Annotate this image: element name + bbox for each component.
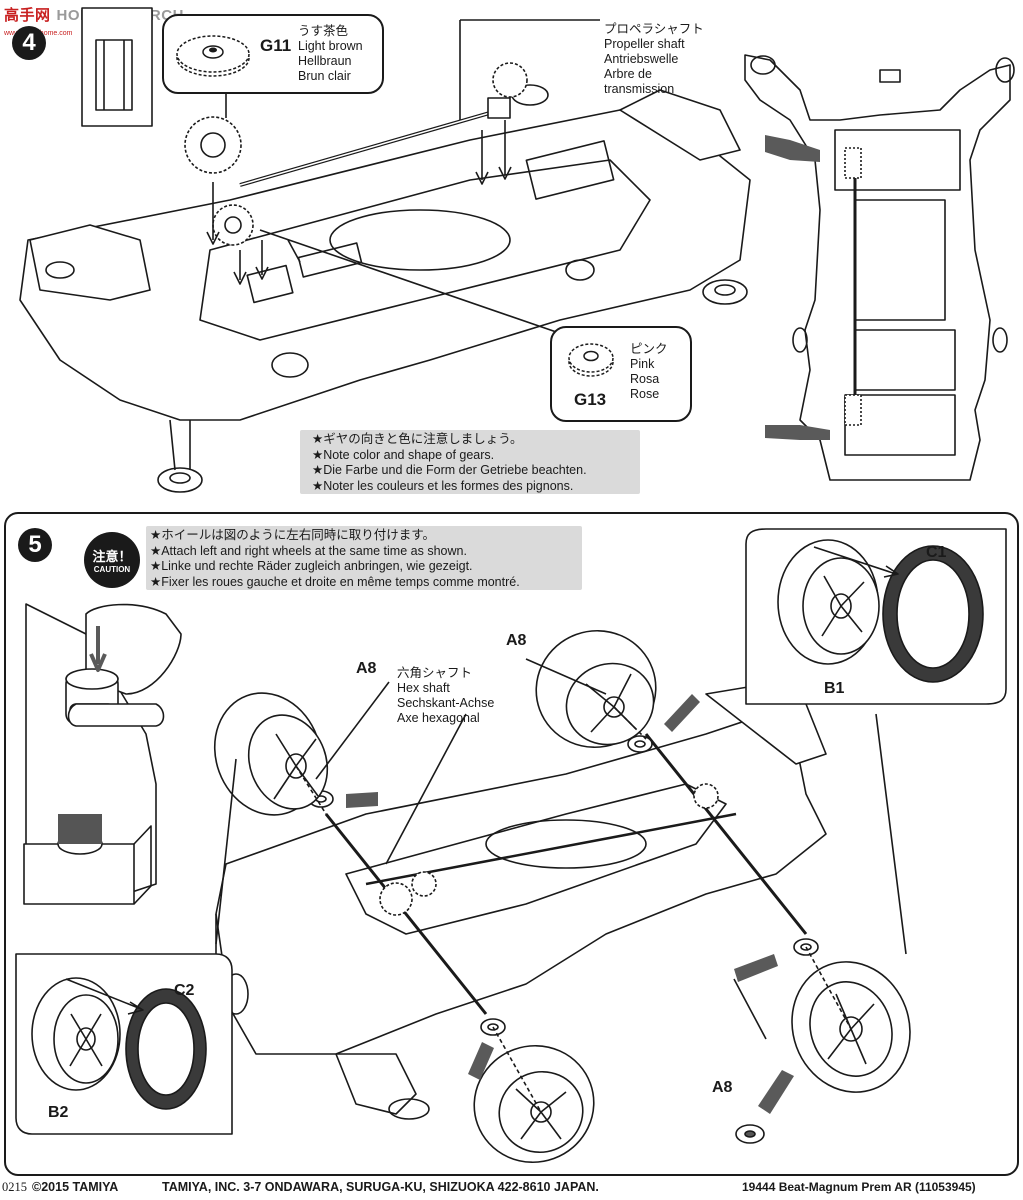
caution-badge: 注意！ CAUTION bbox=[84, 532, 140, 588]
step-5-panel: 5 注意！ CAUTION ★ホイールは図のように左右同時に取り付けます。 ★A… bbox=[4, 512, 1019, 1176]
propeller-shaft-label-en: Propeller shaft bbox=[604, 37, 685, 51]
step-5-notes-box bbox=[146, 526, 582, 590]
caution-label-en: CAUTION bbox=[93, 565, 131, 574]
gear-g13-code: G13 bbox=[574, 390, 607, 409]
caution-label-ja: 注意！ bbox=[92, 549, 132, 564]
part-c1: C1 bbox=[926, 544, 947, 561]
part-a8-bottom: A8 bbox=[712, 1079, 733, 1096]
gear-g11-labels: うす茶色 Light brown Hellbraun Brun clair bbox=[298, 24, 363, 84]
step-5-note-de: ★Linke und rechte Räder zugleich anbring… bbox=[150, 559, 473, 573]
step-4-notes-box bbox=[300, 430, 640, 494]
gear-g11-label-de: Hellbraun bbox=[298, 54, 352, 68]
part-a8-top: A8 bbox=[506, 632, 527, 649]
propeller-shaft-label-fr-2: transmission bbox=[604, 82, 675, 96]
gear-g13-icon bbox=[568, 343, 614, 377]
step-4-note-en: ★Note color and shape of gears. bbox=[312, 447, 495, 462]
propeller-shaft-label-de: Antriebswelle bbox=[604, 52, 679, 66]
step-4-number: 4 bbox=[12, 26, 46, 60]
step-5-note-en: ★Attach left and right wheels at the sam… bbox=[150, 543, 467, 558]
gear-g11-code: G11 bbox=[260, 36, 292, 55]
hex-shaft-label-fr: Axe hexagonal bbox=[397, 711, 480, 725]
hex-shaft-labels: 六角シャフト Hex shaft Sechskant-Achse Axe hex… bbox=[397, 666, 494, 726]
gear-g13-label-fr: Rose bbox=[630, 387, 660, 401]
footer-address: TAMIYA, INC. 3-7 ONDAWARA, SURUGA-KU, SH… bbox=[162, 1180, 599, 1194]
hex-shaft-label-en: Hex shaft bbox=[397, 681, 450, 695]
step-5-illustration bbox=[15, 528, 1007, 1164]
gear-g11-callout: G11 うす茶色 Light brown Hellbraun Brun clai… bbox=[162, 14, 384, 94]
propeller-shaft-label-fr-1: Arbre de bbox=[604, 67, 652, 81]
gear-g13-labels: ピンク Pink Rosa Rose bbox=[630, 342, 668, 402]
step-4-notes: ★ギヤの向きと色に注意しましょう。 ★Note color and shape … bbox=[312, 432, 587, 494]
step-4-note-ja: ★ギヤの向きと色に注意しましょう。 bbox=[312, 432, 523, 446]
part-b1: B1 bbox=[824, 680, 845, 697]
footer-code: 0215 bbox=[2, 1180, 27, 1194]
part-a8-left: A8 bbox=[356, 660, 377, 677]
step-5-notes: ★ホイールは図のように左右同時に取り付けます。 ★Attach left and… bbox=[150, 528, 520, 590]
hex-shaft-label-ja: 六角シャフト bbox=[397, 666, 473, 680]
step-5-note-ja: ★ホイールは図のように左右同時に取り付けます。 bbox=[150, 528, 435, 542]
gear-g13-label-en: Pink bbox=[630, 357, 655, 371]
gear-g13-callout: G13 ピンク Pink Rosa Rose bbox=[550, 326, 692, 422]
part-c2: C2 bbox=[174, 982, 195, 999]
part-b2: B2 bbox=[48, 1104, 69, 1121]
step-5-number: 5 bbox=[18, 528, 52, 562]
footer-copyright: ©2015 TAMIYA bbox=[32, 1180, 119, 1194]
step-5-note-fr: ★Fixer les roues gauche et droite en mêm… bbox=[150, 574, 520, 589]
watermark-japanese: 高手网 bbox=[4, 7, 51, 24]
step-4-panel: 4 bbox=[0, 0, 1023, 505]
gear-g11-label-en: Light brown bbox=[298, 39, 363, 53]
step-4-illustration bbox=[19, 7, 1015, 493]
gear-g13-label-ja: ピンク bbox=[630, 342, 668, 356]
footer-product: 19444 Beat-Magnum Prem AR (11053945) bbox=[742, 1180, 976, 1194]
gear-g11-label-fr: Brun clair bbox=[298, 69, 351, 83]
step-4-note-de: ★Die Farbe und die Form der Getriebe bea… bbox=[312, 463, 587, 477]
propeller-shaft-labels: プロペラシャフト Propeller shaft Antriebswelle A… bbox=[604, 22, 704, 97]
gear-g11-label-ja: うす茶色 bbox=[298, 24, 349, 38]
step-4-note-fr: ★Noter les couleurs et les formes des pi… bbox=[312, 478, 574, 493]
gear-g13-label-de: Rosa bbox=[630, 372, 660, 386]
propeller-shaft-label-ja: プロペラシャフト bbox=[604, 22, 704, 36]
hex-shaft-label-de: Sechskant-Achse bbox=[397, 696, 495, 710]
gear-g11-icon bbox=[176, 35, 250, 77]
